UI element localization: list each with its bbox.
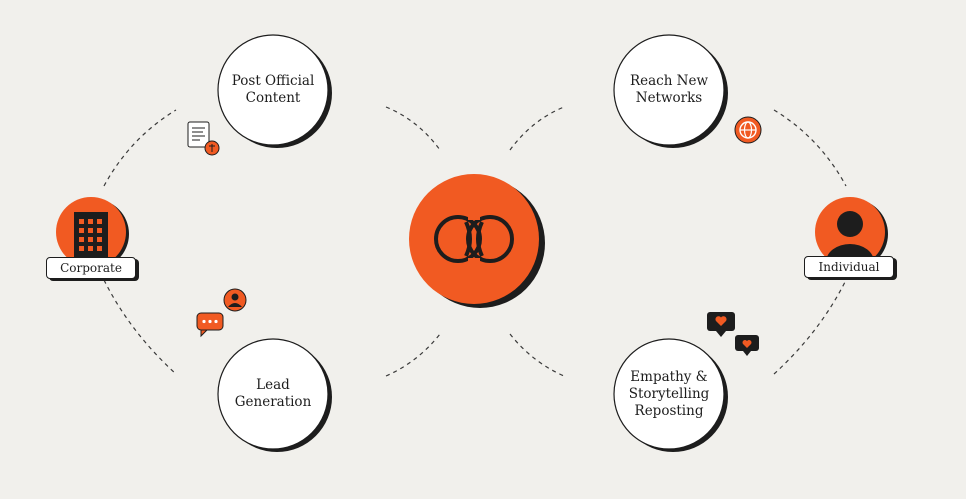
document-icon	[187, 121, 210, 148]
arc-corporate-to-content	[103, 109, 177, 187]
node-lead-generation	[217, 338, 332, 452]
corporate-tag: Corporate	[46, 257, 136, 279]
chat-bubble-icon	[196, 312, 224, 338]
heart-message-icon	[707, 312, 735, 337]
label-reach-new-networks: Reach New Networks	[629, 73, 709, 106]
center-hub	[409, 174, 545, 308]
arc-hub-to-empathy	[509, 333, 565, 377]
anchor-badge-icon	[204, 140, 220, 156]
individual-tag: Individual	[804, 256, 894, 278]
globe-icon	[734, 116, 762, 144]
individual-avatar	[815, 197, 888, 269]
label-empathy-storytelling: Empathy & Storytelling Reposting	[628, 368, 710, 419]
arc-networks-to-individual	[773, 109, 847, 187]
heart-message-icon-small	[735, 335, 759, 356]
connector-arcs	[103, 106, 847, 377]
label-lead-generation: Lead Generation	[234, 377, 312, 410]
label-post-official-content: Post Official Content	[231, 73, 315, 106]
node-empathy-storytelling	[613, 338, 728, 452]
user-avatar-icon	[223, 288, 247, 312]
arc-lead-to-hub	[385, 333, 441, 377]
arc-hub-to-networks	[509, 106, 565, 151]
node-reach-new-networks	[613, 34, 728, 148]
node-post-official-content	[217, 34, 332, 148]
arc-corporate-to-lead	[103, 279, 177, 375]
arc-empathy-to-individual	[773, 279, 847, 375]
arc-content-to-hub	[385, 106, 441, 151]
